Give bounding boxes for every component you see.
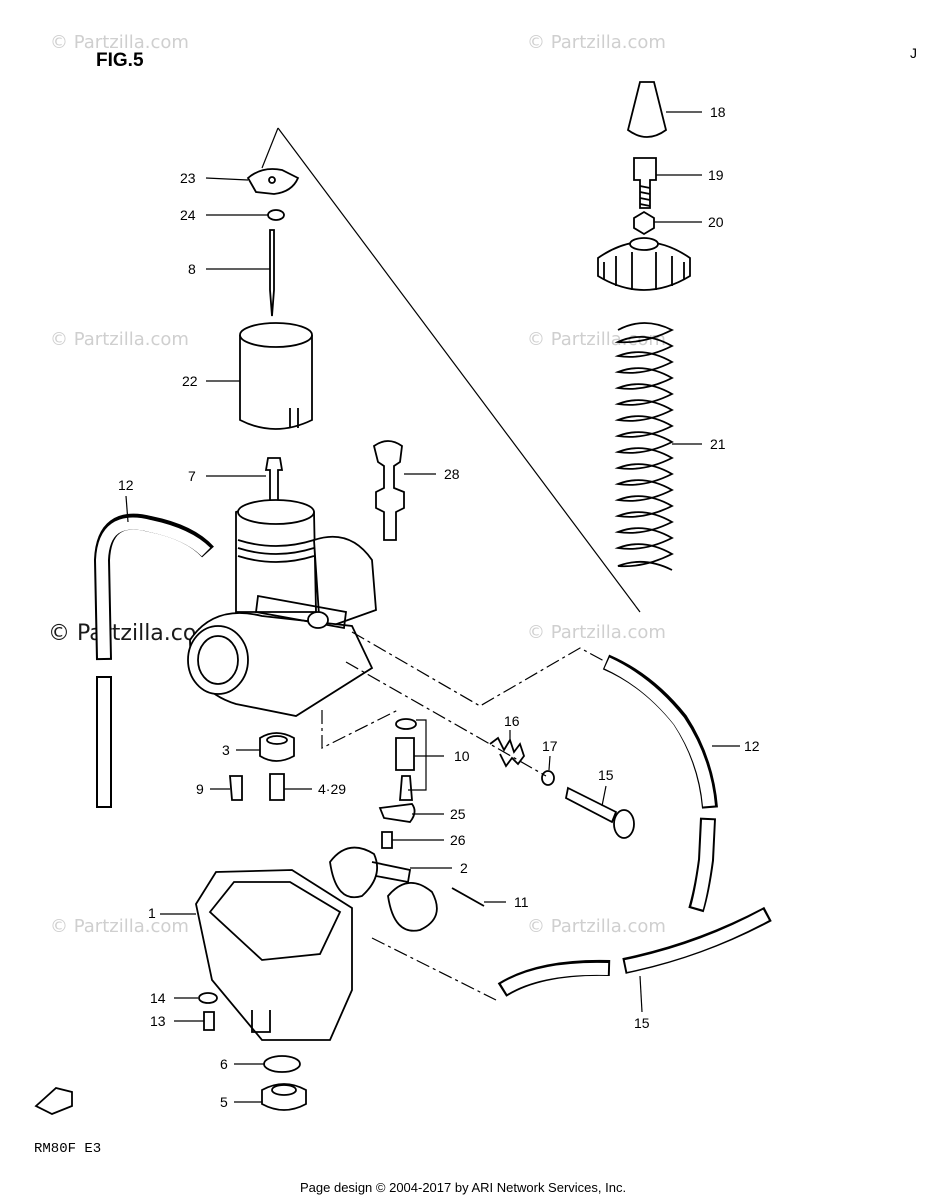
carb-intake-inner	[197, 635, 239, 685]
watermark: © Partzilla.com	[527, 622, 666, 643]
part-6-oring	[263, 1055, 301, 1073]
callout-17: 16	[504, 713, 520, 729]
page-footer: Page design © 2004-2017 by ARI Network S…	[300, 1180, 626, 1195]
callout-12: 12	[744, 738, 760, 754]
part-10-seat	[395, 737, 415, 771]
watermark: © Partzilla.com	[527, 329, 666, 350]
part-3-top	[266, 735, 288, 745]
part-1-float-bowl	[195, 869, 353, 1041]
part-5-top	[271, 1084, 297, 1096]
callout-6: 6	[220, 1056, 228, 1072]
figure-title: FIG.5	[96, 50, 144, 71]
watermark: © Partzilla.com	[527, 32, 666, 53]
callout-11: 11	[514, 894, 529, 910]
assembly-line	[277, 127, 641, 613]
callout-28: 28	[444, 466, 460, 482]
part-top-cap	[597, 241, 691, 291]
part-21-nut	[633, 210, 655, 236]
watermark: © Partzilla.com	[50, 329, 189, 350]
carb-boss	[307, 611, 329, 629]
part-22-spring	[614, 322, 675, 571]
part-13-screw	[203, 1011, 215, 1031]
part-8-needle	[269, 229, 275, 317]
callout-2: 2	[460, 860, 468, 876]
part-24-hole	[268, 176, 276, 184]
callout-8: 8	[188, 261, 196, 277]
callout-1: 1	[148, 905, 156, 921]
callout-22: 21	[710, 436, 726, 452]
callout-27: 26	[450, 832, 466, 848]
carb-side-body	[313, 535, 377, 632]
watermark: © Partzilla.com	[527, 916, 666, 937]
part-19-cap	[626, 81, 668, 138]
part-10-needle	[399, 775, 413, 801]
part-11-pin	[451, 887, 485, 907]
callout-13: 13	[150, 1013, 166, 1029]
part-20-adjuster	[633, 157, 657, 209]
watermark: © Partzilla.com	[50, 916, 189, 937]
part-25-clip	[267, 209, 285, 221]
callout-23: 22	[182, 373, 198, 389]
callout-16: 15	[598, 767, 614, 783]
part-2-float-left	[329, 846, 378, 899]
part-1-drain	[251, 1010, 271, 1033]
model-code: RM80F E3	[34, 1141, 101, 1157]
part-3	[259, 732, 295, 762]
callout-20: 19	[708, 167, 724, 183]
callout-18: 17	[542, 738, 558, 754]
callout-25: 24	[180, 207, 196, 223]
callout-19: 18	[710, 104, 726, 120]
part-14-washer	[198, 992, 218, 1004]
callout-7: 7	[188, 468, 196, 484]
part-2-float-arm	[371, 861, 412, 884]
callout-21: 20	[708, 214, 724, 230]
callout-14: 14	[150, 990, 166, 1006]
part-16-screw	[564, 786, 618, 824]
part-1-gasket	[208, 881, 342, 961]
part-24-plate	[246, 168, 300, 195]
callout-5: 5	[220, 1094, 228, 1110]
leader-lines	[125, 111, 740, 1103]
part-top-cap-boss	[629, 237, 659, 251]
callout-15: 15	[634, 1015, 650, 1031]
callout-9: 9	[196, 781, 204, 797]
carb-ribs	[237, 539, 315, 563]
watermark: © Partzilla.com	[50, 32, 189, 53]
callout-3: 3	[222, 742, 230, 758]
part-12-tube-right	[602, 654, 718, 809]
part-23-valve	[239, 335, 313, 430]
part-10-oring	[395, 718, 417, 730]
watermarks: © Partzilla.com © Partzilla.com © Partzi…	[48, 32, 666, 937]
part-28-plunger	[372, 440, 405, 541]
callouts: 23 24 8 22 7 12 28 18 19 20 21 12 3 9 4·…	[118, 104, 760, 1110]
part-top-cap-ribs	[603, 252, 685, 290]
assembly-line	[261, 127, 279, 169]
part-20-thread	[639, 185, 651, 207]
part-4-29-jet	[269, 773, 285, 801]
callout-26: 25	[450, 806, 466, 822]
corner-mark: J	[910, 45, 917, 61]
fwd-label: FWD	[46, 1099, 64, 1108]
part-16-head	[613, 809, 635, 839]
part-2-float-right	[387, 882, 438, 932]
part-9-jet	[229, 775, 243, 801]
part-18-oring	[541, 770, 555, 786]
callout-10: 10	[454, 748, 470, 764]
callout-24: 23	[180, 170, 196, 186]
part-23-slot	[289, 408, 299, 428]
callout-4-29: 4·29	[318, 781, 346, 797]
part-drawings	[34, 81, 772, 1115]
part-23-top	[239, 322, 313, 348]
part-26-clip	[378, 803, 416, 823]
part-5-plug	[261, 1083, 307, 1111]
carb-slide-rail	[255, 594, 347, 630]
part-17-spring	[489, 736, 526, 768]
part-27-screw	[381, 831, 393, 849]
assembly-lines	[321, 631, 607, 1001]
callout-12: 12	[118, 477, 134, 493]
carb-top-rim	[237, 499, 315, 525]
fwd-arrow-icon	[34, 1087, 73, 1115]
